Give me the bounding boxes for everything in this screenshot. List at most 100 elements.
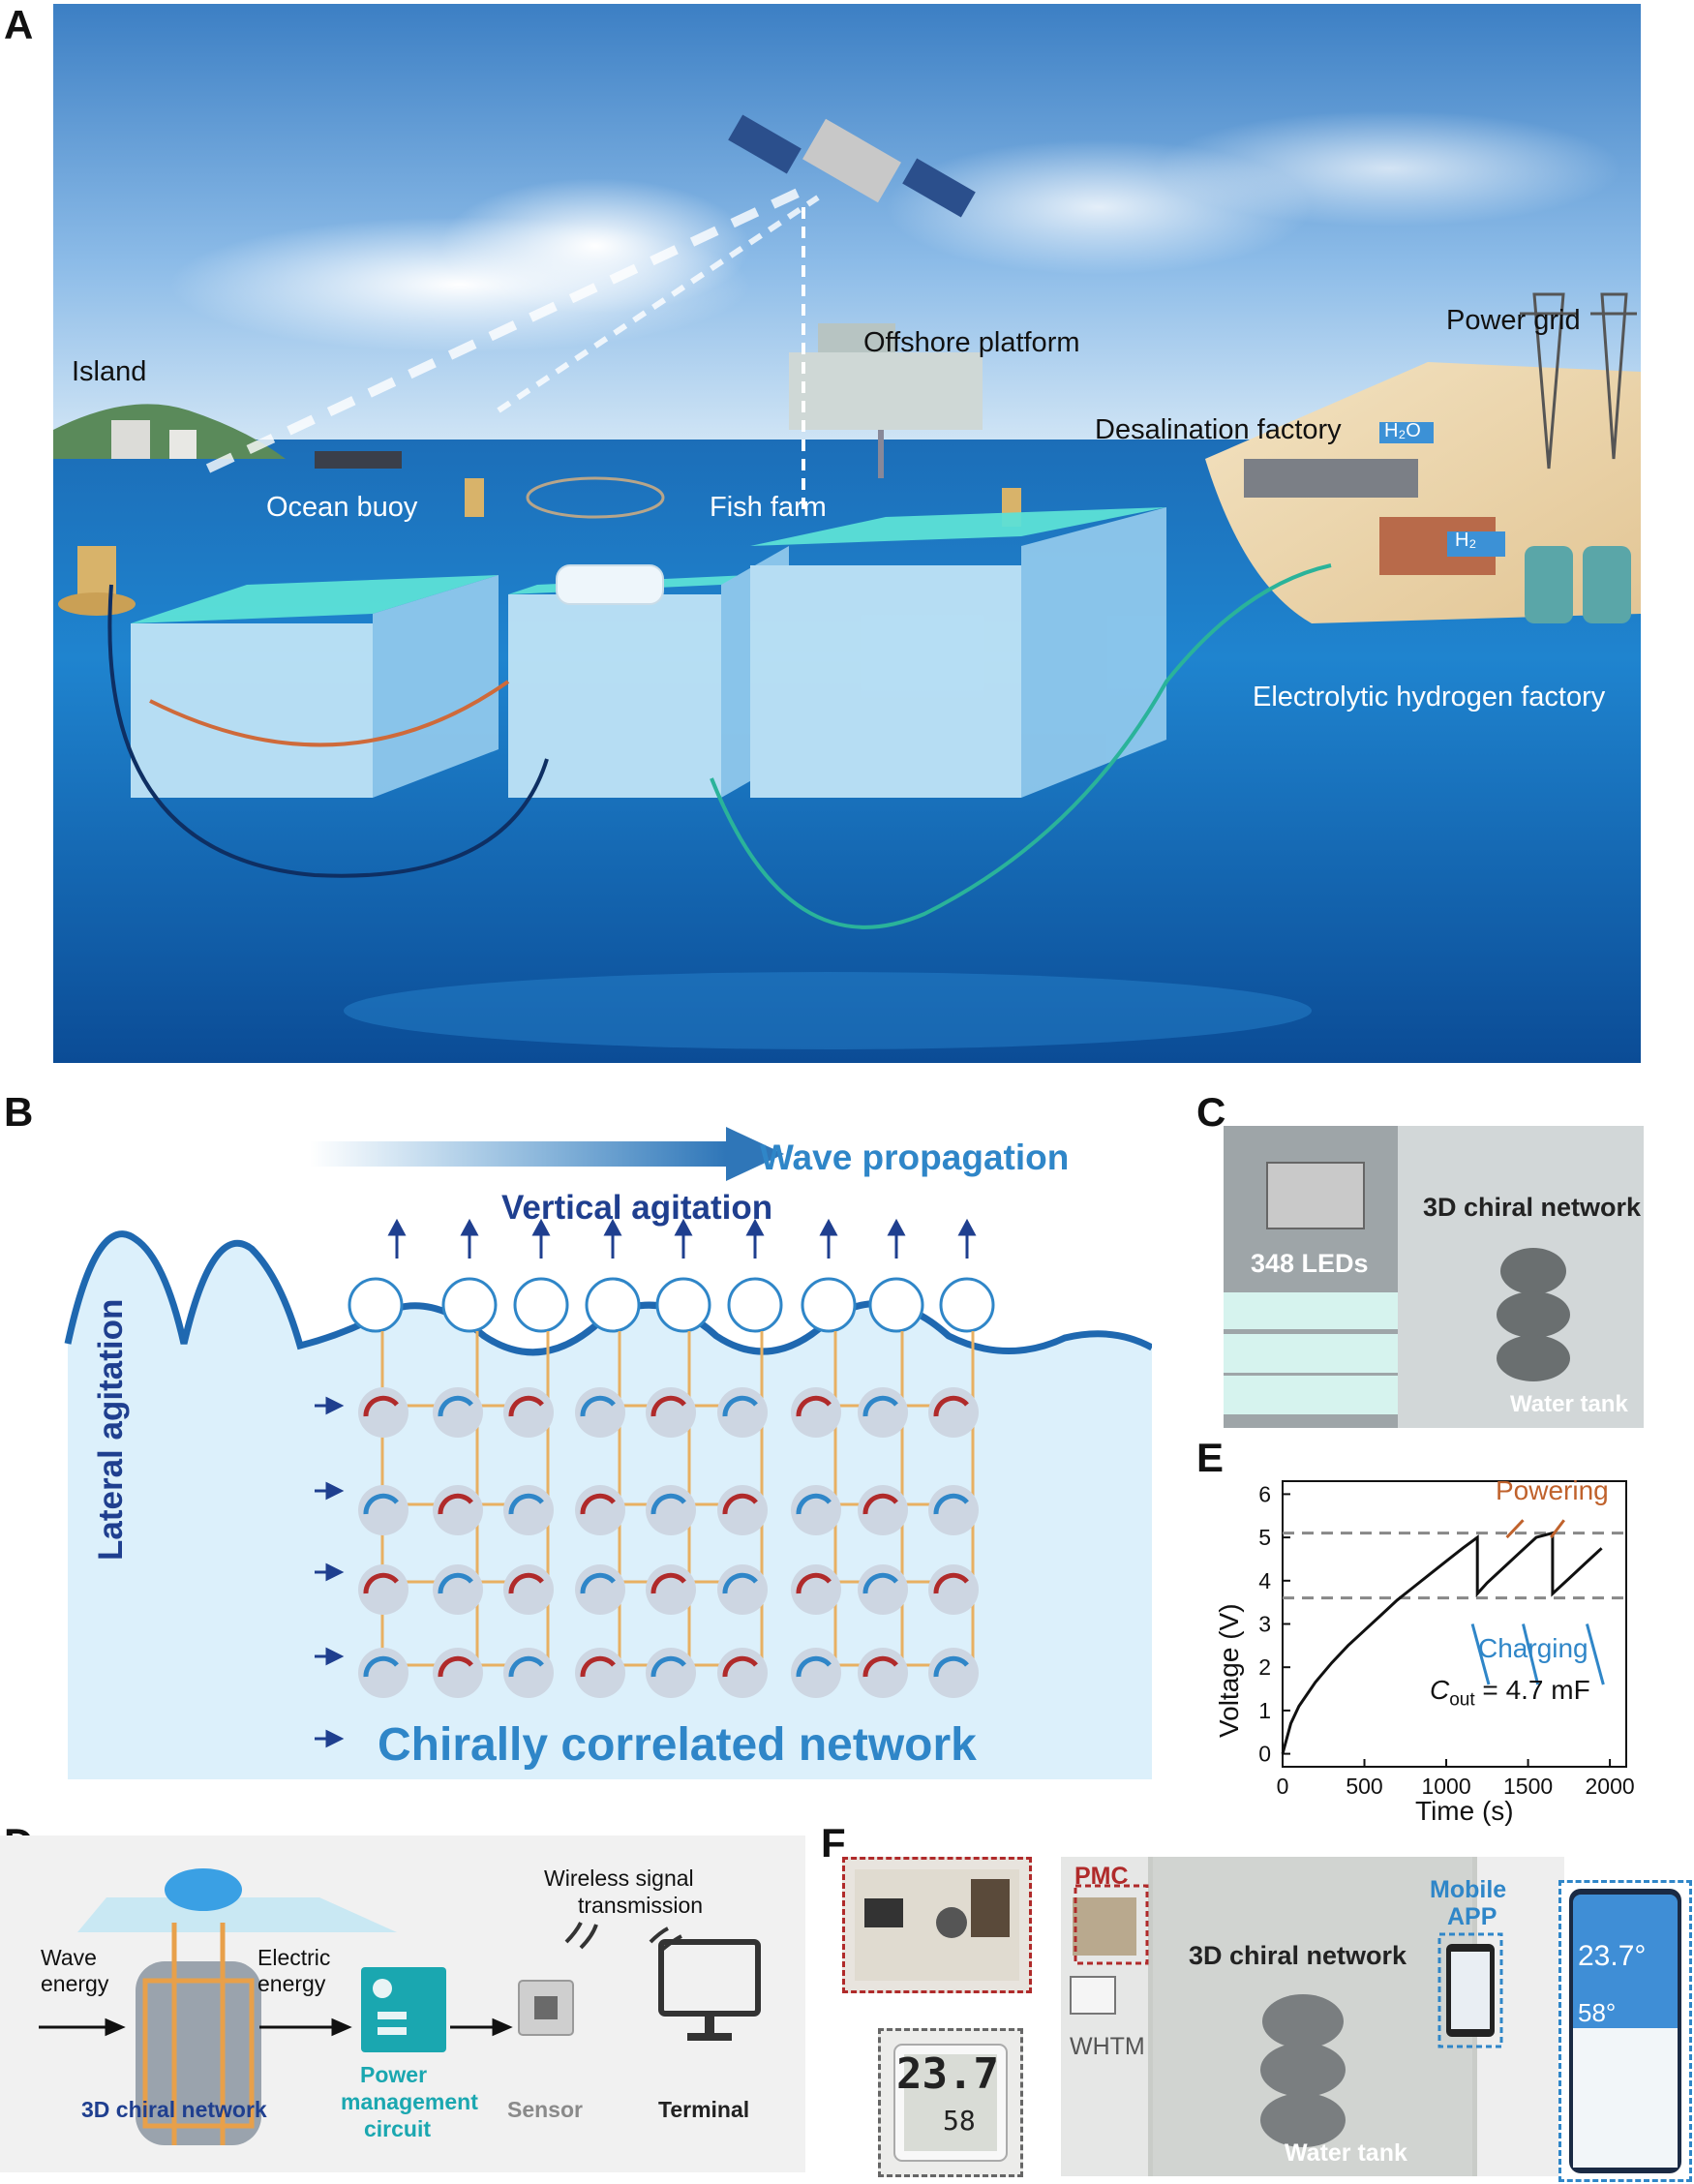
x-tick-label: 2000 <box>1586 1774 1635 1799</box>
rotor-rotation-arrow <box>580 1655 616 1678</box>
rotor-unit <box>717 1648 768 1698</box>
rotor-rotation-arrow <box>580 1493 616 1515</box>
rotor-unit <box>503 1387 554 1438</box>
whtm-zoom-inset <box>878 2028 1023 2177</box>
powering-arrow <box>1550 1519 1565 1539</box>
label-electric-energy-1: Electric <box>257 1945 331 1970</box>
label-powering: Powering <box>1496 1475 1609 1505</box>
rotor-unit <box>503 1648 554 1698</box>
rotor-unit <box>575 1648 625 1698</box>
label-charging: Charging <box>1478 1633 1588 1663</box>
energy-flow-diagram <box>39 1868 761 2145</box>
label-ocean-buoy: Ocean buoy <box>266 492 418 523</box>
rotor-rotation-arrow <box>508 1572 544 1594</box>
rotor-rotation-arrow <box>438 1395 473 1417</box>
rotor-rotation-arrow <box>650 1493 686 1515</box>
rotor-rotation-arrow <box>580 1395 616 1417</box>
rotor-unit <box>433 1648 483 1698</box>
charging-arrow <box>1470 1623 1491 1685</box>
rotor-unit <box>717 1564 768 1615</box>
phone-temperature: 23.7° <box>1578 1940 1647 1972</box>
rotor-rotation-arrow <box>862 1572 898 1594</box>
label-water-tank-f: Water tank <box>1285 2139 1407 2167</box>
label-offshore-platform: Offshore platform <box>863 327 1080 358</box>
rotor-unit <box>717 1387 768 1438</box>
rotor-unit <box>646 1564 696 1615</box>
pmc-zoom-inset <box>842 1857 1032 1993</box>
rotor-rotation-arrow <box>796 1493 832 1515</box>
label-wireless-1: Wireless signal <box>544 1866 694 1891</box>
rotor-rotation-arrow <box>650 1655 686 1678</box>
rotor-rotation-arrow <box>862 1493 898 1515</box>
rotor-unit <box>791 1485 841 1535</box>
label-pmc-f: PMC <box>1074 1863 1129 1890</box>
voltage-series-line <box>1281 1531 1603 1754</box>
rotor-rotation-arrow <box>650 1572 686 1594</box>
y-tick-label: 6 <box>1258 1481 1271 1506</box>
tank-demo-photo <box>1061 1857 1564 2176</box>
rotor-unit <box>575 1564 625 1615</box>
panel-b-diagram <box>58 1113 1154 1779</box>
rotor-unit <box>858 1387 908 1438</box>
label-wireless-2: transmission <box>578 1893 704 1918</box>
label-hydrogen-factory: Electrolytic hydrogen factory <box>1253 682 1606 713</box>
label-whtm: WHTM <box>1070 2033 1145 2060</box>
x-tick-label: 0 <box>1277 1774 1289 1799</box>
rotor-unit <box>791 1648 841 1698</box>
label-chirally-correlated-network: Chirally correlated network <box>378 1719 977 1771</box>
rotor-rotation-arrow <box>650 1395 686 1417</box>
rotor-rotation-arrow <box>933 1395 969 1417</box>
rotor-rotation-arrow <box>508 1655 544 1678</box>
charging-arrow <box>1585 1623 1605 1685</box>
label-island: Island <box>72 356 147 387</box>
label-cout: Cout = 4.7 mF <box>1430 1675 1590 1712</box>
label-water-tank-c: Water tank <box>1510 1391 1628 1417</box>
label-3d-chiral-network-f: 3D chiral network <box>1189 1941 1407 1970</box>
phone-humidity: 58° <box>1578 1998 1617 2027</box>
rotor-rotation-arrow <box>722 1395 758 1417</box>
rotor-rotation-arrow <box>722 1572 758 1594</box>
rotor-unit <box>791 1387 841 1438</box>
rotor-unit <box>575 1387 625 1438</box>
y-tick-label: 1 <box>1258 1698 1271 1723</box>
rotor-rotation-arrow <box>722 1493 758 1515</box>
label-h2o: H₂O <box>1384 420 1421 441</box>
rotor-unit <box>928 1485 979 1535</box>
rotor-rotation-arrow <box>796 1572 832 1594</box>
rotor-rotation-arrow <box>438 1493 473 1515</box>
label-cout-value: = 4.7 mF <box>1474 1675 1590 1705</box>
rotor-unit <box>858 1485 908 1535</box>
mobile-app-screen <box>1569 1889 1681 2173</box>
rotor-rotation-arrow <box>438 1655 473 1678</box>
label-mobile-app-1: Mobile <box>1430 1876 1507 1903</box>
label-mobile-app-2: APP <box>1447 1903 1497 1930</box>
panel-f-photo <box>1061 1857 1564 2176</box>
y-tick-label: 5 <box>1258 1525 1271 1550</box>
panel-label-c: C <box>1196 1089 1226 1135</box>
rotor-rotation-arrow <box>508 1493 544 1515</box>
rotor-unit <box>433 1387 483 1438</box>
rotor-rotation-arrow <box>933 1572 969 1594</box>
rotor-unit <box>928 1387 979 1438</box>
rotor-unit <box>575 1485 625 1535</box>
label-3d-chiral-network-c: 3D chiral network <box>1423 1193 1642 1222</box>
y-tick-label: 2 <box>1258 1654 1271 1680</box>
rotor-rotation-arrow <box>796 1395 832 1417</box>
rotor-rotation-arrow <box>438 1572 473 1594</box>
panel-label-e: E <box>1196 1435 1225 1480</box>
panel-label-a: A <box>4 2 34 47</box>
whtm-temperature-display: 23.7 <box>896 2049 999 2099</box>
rotor-unit <box>358 1564 408 1615</box>
ocean-scene-illustration <box>53 4 1641 1063</box>
rotor-unit <box>858 1564 908 1615</box>
rotor-unit <box>433 1485 483 1535</box>
rotor-unit <box>928 1648 979 1698</box>
chart-xlabel: Time (s) <box>1415 1796 1514 1826</box>
rotor-rotation-arrow <box>933 1655 969 1678</box>
label-348-leds: 348 LEDs <box>1251 1249 1369 1278</box>
rotor-unit <box>503 1485 554 1535</box>
label-cout-subscript: out <box>1449 1689 1475 1711</box>
chirally-correlated-network-diagram <box>64 1127 1154 1779</box>
